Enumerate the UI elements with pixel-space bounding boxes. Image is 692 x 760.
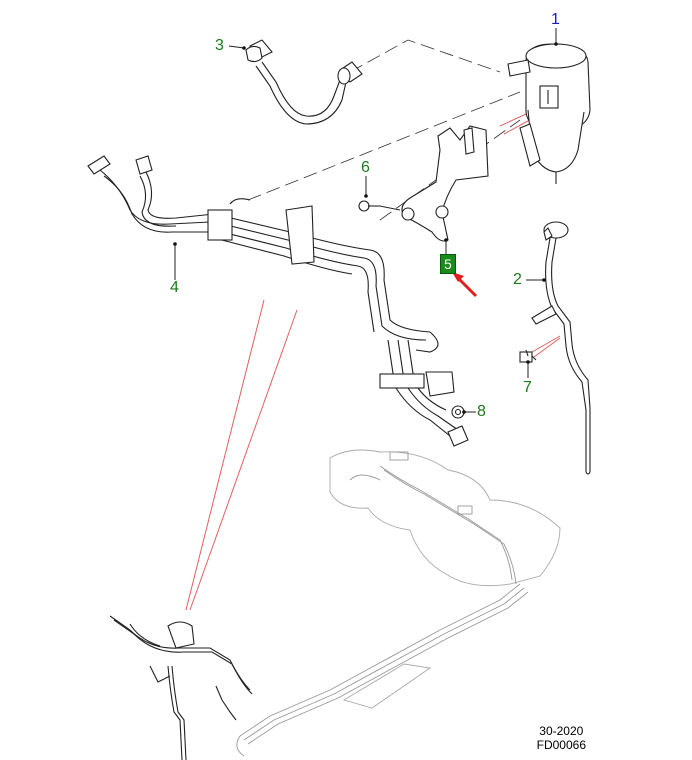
part-mounting-bracket[interactable] xyxy=(401,125,489,242)
part-fuel-line-bundle[interactable] xyxy=(87,155,469,447)
ghost-fuel-tank xyxy=(329,449,561,587)
figure-id: FD00066 xyxy=(536,738,586,752)
ref-section: 30-2020 xyxy=(539,724,584,738)
callout-8[interactable]: 8 xyxy=(477,403,486,420)
part-line-clip[interactable] xyxy=(519,349,537,363)
callout-3[interactable]: 3 xyxy=(215,37,224,54)
part-bracket-bolt[interactable] xyxy=(358,200,401,212)
pointer-arrow xyxy=(452,272,478,298)
part-fuel-return-line[interactable] xyxy=(531,221,591,475)
part-fuel-hose[interactable] xyxy=(245,39,363,125)
callout-4[interactable]: 4 xyxy=(170,279,179,296)
callout-2[interactable]: 2 xyxy=(513,271,522,288)
callout-7[interactable]: 7 xyxy=(523,379,532,396)
callout-6[interactable]: 6 xyxy=(361,159,370,176)
part-fuel-filter-housing[interactable] xyxy=(507,43,591,184)
figure-reference: 30-2020 FD00066 xyxy=(537,724,586,752)
callout-leader-lines xyxy=(173,28,558,414)
callout-5-selected[interactable]: 5 xyxy=(440,254,456,274)
ghost-underbody-lines xyxy=(236,583,529,757)
detail-assembly-view xyxy=(109,615,253,760)
callout-1[interactable]: 1 xyxy=(551,11,560,28)
